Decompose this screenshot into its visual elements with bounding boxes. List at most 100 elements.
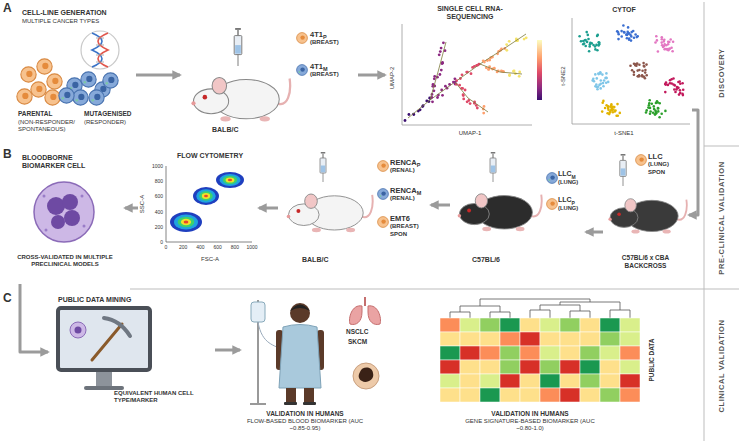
tsne-plot — [597, 86, 600, 89]
cell-cluster — [31, 82, 46, 97]
biomarker-cell — [43, 195, 46, 198]
tsne-plot — [677, 81, 680, 84]
patient-figure — [250, 300, 324, 405]
cell-icon — [378, 189, 389, 200]
tsne-plot — [607, 81, 610, 84]
umap-plot — [513, 70, 516, 73]
tsne-plot — [623, 31, 626, 34]
tsne-plot — [588, 50, 591, 53]
computer-icon — [58, 308, 150, 370]
dna-circle — [81, 31, 119, 69]
umap-plot — [512, 70, 515, 73]
label-text: 1000 — [246, 244, 257, 250]
tsne-plot — [601, 110, 604, 113]
label-text: 0 — [165, 244, 168, 250]
umap-plot — [525, 36, 528, 39]
label-text: t-SNE1 — [582, 130, 666, 137]
tsne-plot — [655, 35, 658, 38]
tsne-plot — [669, 38, 672, 41]
umap-plot — [441, 61, 444, 64]
tsne-plot — [682, 94, 685, 97]
label-text: FLOW CYTOMETRY — [162, 152, 258, 160]
heatmap — [580, 318, 600, 332]
tsne-plot — [572, 18, 690, 124]
umap-plot — [470, 72, 473, 75]
flow-plot — [170, 212, 202, 232]
heatmap — [500, 346, 520, 360]
patient-figure — [284, 402, 297, 405]
flow-plot — [199, 191, 213, 200]
flow-arrow — [215, 349, 240, 352]
heatmap — [600, 346, 620, 360]
dna-circle — [81, 31, 119, 69]
flow-plot — [196, 189, 216, 203]
tsne-plot — [679, 89, 682, 92]
flow-arrow — [358, 74, 385, 77]
heatmap — [620, 360, 640, 374]
tsne-plot — [647, 106, 650, 109]
heatmap — [540, 346, 560, 360]
axis-title: PUBLIC DATA — [648, 338, 656, 381]
tsne-plot — [660, 112, 663, 115]
tsne-plot — [597, 34, 600, 37]
tsne-plot — [596, 35, 599, 38]
axis-title: t-SNE2 — [560, 66, 567, 85]
umap-plot — [439, 73, 442, 76]
heatmap — [500, 318, 520, 332]
heatmap — [480, 346, 500, 360]
tsne-plot — [649, 110, 652, 113]
label-text: NSCLC — [346, 328, 368, 336]
tsne-plot — [672, 77, 675, 80]
lungs-icon — [368, 306, 381, 325]
flow-plot — [181, 219, 191, 225]
tsne-plot — [641, 74, 644, 77]
tsne-plot — [613, 106, 616, 109]
tsne-plot — [589, 43, 592, 46]
umap-plot — [508, 40, 511, 43]
label-text: UMAP-1 — [432, 130, 508, 137]
heatmap — [460, 374, 480, 388]
tsne-plot — [593, 80, 596, 83]
flow-plot — [216, 172, 244, 188]
cell-icon — [297, 65, 308, 76]
tsne-plot — [617, 114, 620, 117]
tsne-plot — [643, 65, 646, 68]
separator-line — [704, 2, 705, 441]
tsne-plot — [633, 63, 636, 66]
label-text: 400 — [196, 244, 204, 250]
heatmap — [440, 332, 460, 346]
heatmap — [520, 332, 540, 346]
tsne-plot — [600, 79, 603, 82]
cell-icon — [636, 155, 647, 166]
heatmap — [540, 388, 560, 402]
flow-plot — [202, 193, 210, 199]
heatmap — [560, 318, 580, 332]
heatmap — [580, 360, 600, 374]
tsne-plot — [655, 102, 658, 105]
cell-line-tag: LLC(LUNG)SPON — [636, 152, 686, 180]
heatmap — [620, 374, 640, 388]
umap-plot — [476, 64, 479, 67]
cancer-tag: NSCLC — [342, 296, 390, 337]
axis-title: SSC-A — [139, 195, 146, 213]
tsne-plot — [663, 48, 666, 51]
cell-cluster — [45, 90, 60, 105]
tsne-plot — [619, 112, 622, 115]
flow-plot — [174, 215, 198, 230]
tsne-plot — [667, 43, 670, 46]
tsne-plot — [620, 35, 623, 38]
tsne-plot — [665, 83, 668, 86]
flow-plot — [166, 242, 252, 243]
heatmap — [600, 318, 620, 332]
tsne-plot — [649, 112, 652, 115]
mouse-model: BALB/CRENCAP(RENAL)RENCAM(RENAL)EMT6(BRE… — [278, 150, 431, 274]
flow-plot — [220, 174, 241, 186]
tsne-plot — [653, 105, 656, 108]
tsne-plot — [626, 34, 629, 37]
tsne-plot — [634, 33, 637, 36]
label-text: BALB/C — [212, 126, 238, 134]
tsne-plot — [663, 45, 666, 48]
flow-arrow — [689, 110, 698, 215]
cell-line-tag: RENCAM(RENAL) — [378, 186, 430, 210]
label-text: SPON — [648, 169, 665, 176]
